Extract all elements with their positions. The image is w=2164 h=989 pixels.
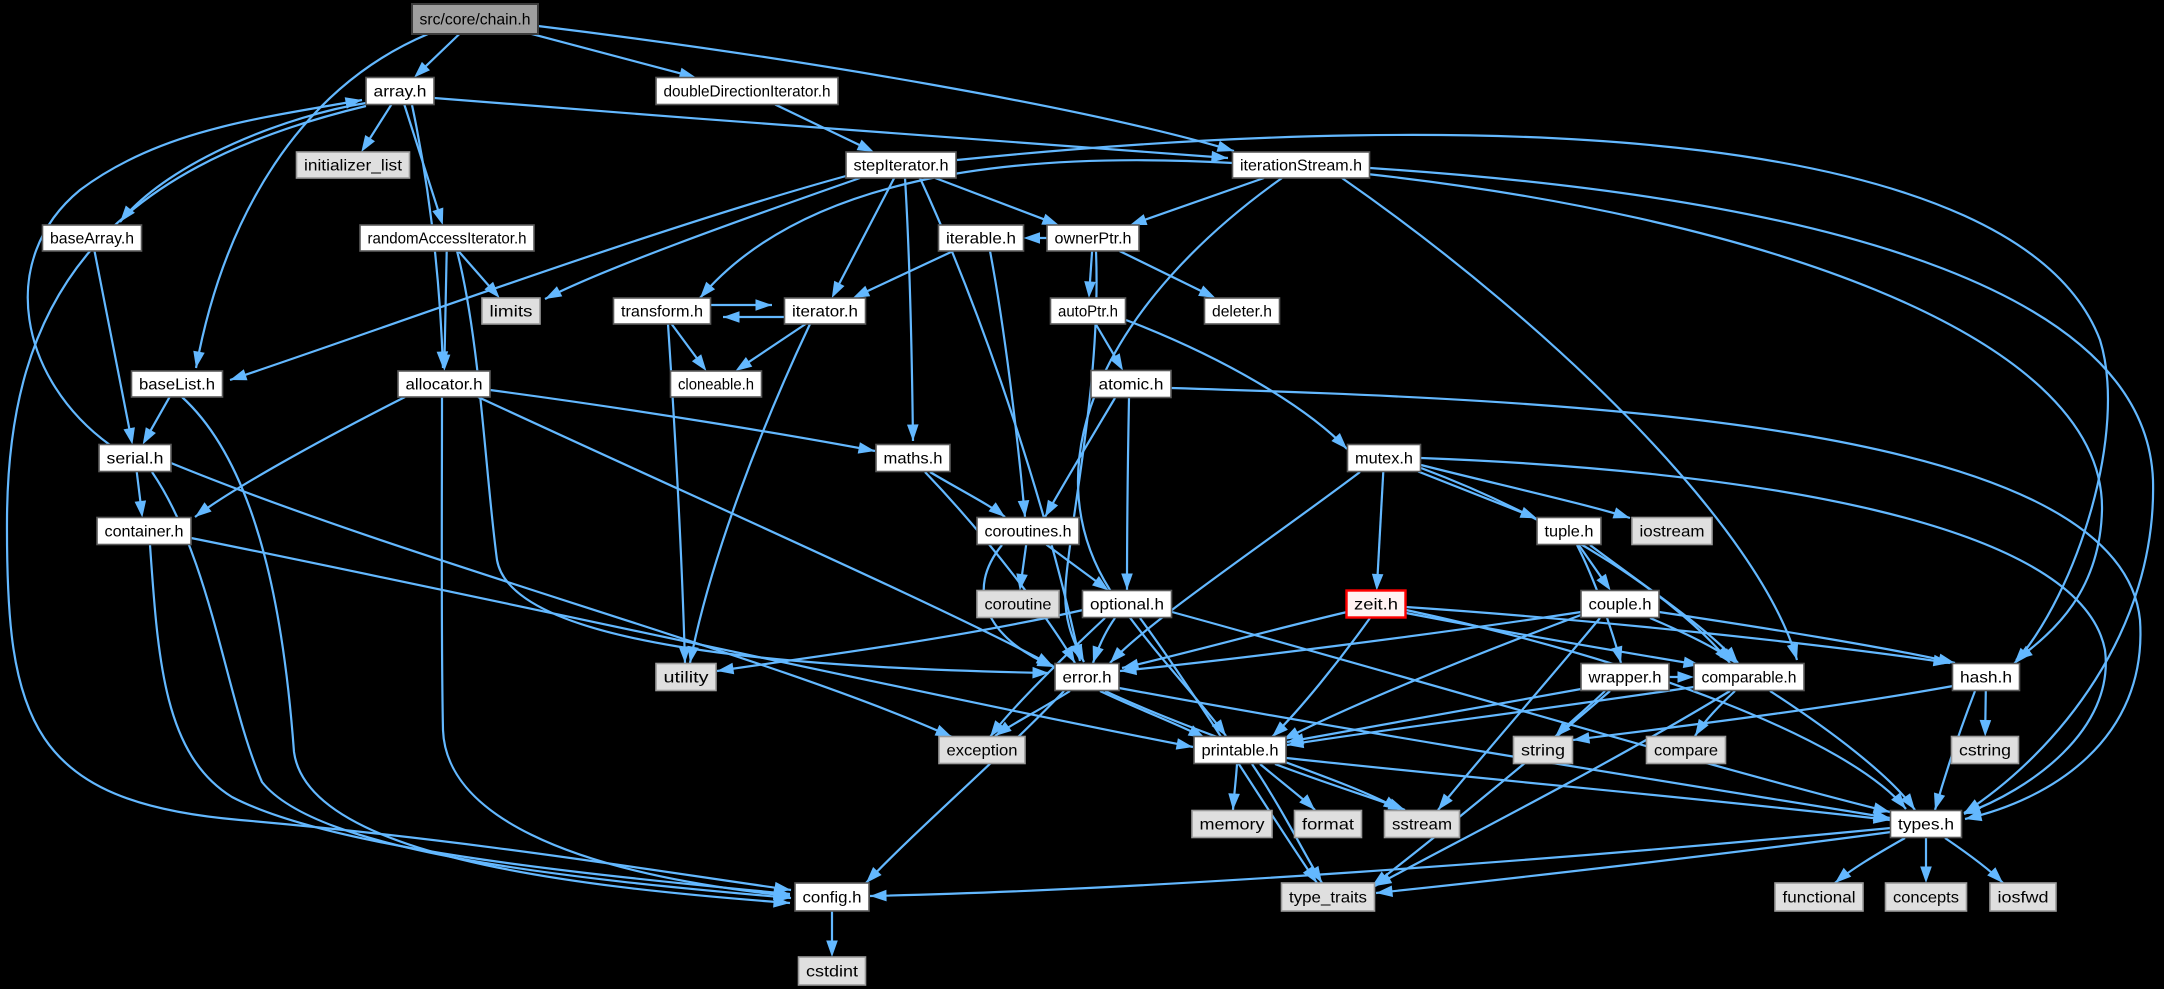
svg-text:hash.h: hash.h bbox=[1960, 670, 2012, 687]
svg-text:mutex.h: mutex.h bbox=[1355, 451, 1413, 468]
svg-text:functional: functional bbox=[1783, 890, 1856, 907]
svg-text:comparable.h: comparable.h bbox=[1702, 670, 1797, 687]
svg-text:transform.h: transform.h bbox=[621, 304, 703, 321]
svg-text:baseList.h: baseList.h bbox=[139, 377, 215, 394]
svg-text:coroutines.h: coroutines.h bbox=[985, 524, 1072, 541]
svg-text:deleter.h: deleter.h bbox=[1212, 304, 1272, 321]
svg-text:autoPtr.h: autoPtr.h bbox=[1058, 304, 1118, 321]
svg-text:tuple.h: tuple.h bbox=[1545, 524, 1594, 541]
svg-text:iosfwd: iosfwd bbox=[1998, 890, 2049, 907]
svg-text:serial.h: serial.h bbox=[107, 451, 164, 468]
svg-text:string: string bbox=[1521, 743, 1565, 760]
svg-text:maths.h: maths.h bbox=[884, 451, 943, 468]
svg-text:exception: exception bbox=[947, 743, 1018, 760]
svg-text:printable.h: printable.h bbox=[1202, 743, 1279, 760]
svg-text:randomAccessIterator.h: randomAccessIterator.h bbox=[368, 231, 527, 248]
svg-text:wrapper.h: wrapper.h bbox=[1587, 670, 1661, 687]
svg-text:couple.h: couple.h bbox=[1589, 597, 1652, 614]
svg-text:sstream: sstream bbox=[1392, 817, 1452, 834]
svg-text:iterationStream.h: iterationStream.h bbox=[1240, 158, 1362, 175]
svg-text:optional.h: optional.h bbox=[1090, 597, 1164, 614]
svg-text:limits: limits bbox=[490, 304, 533, 321]
svg-text:iostream: iostream bbox=[1640, 524, 1705, 541]
svg-text:array.h: array.h bbox=[374, 84, 427, 101]
svg-text:types.h: types.h bbox=[1898, 817, 1954, 834]
svg-text:memory: memory bbox=[1200, 817, 1265, 834]
svg-text:config.h: config.h bbox=[803, 890, 862, 907]
svg-text:initializer_list: initializer_list bbox=[304, 158, 403, 175]
svg-text:atomic.h: atomic.h bbox=[1099, 377, 1164, 394]
svg-text:cloneable.h: cloneable.h bbox=[678, 377, 754, 394]
svg-text:stepIterator.h: stepIterator.h bbox=[854, 158, 949, 175]
svg-text:baseArray.h: baseArray.h bbox=[50, 231, 134, 248]
svg-text:src/core/chain.h: src/core/chain.h bbox=[420, 12, 531, 29]
svg-text:cstdint: cstdint bbox=[806, 964, 859, 981]
svg-text:iterable.h: iterable.h bbox=[946, 231, 1016, 248]
svg-text:coroutine: coroutine bbox=[985, 597, 1052, 614]
svg-text:error.h: error.h bbox=[1063, 670, 1112, 687]
svg-text:utility: utility bbox=[664, 670, 709, 687]
svg-text:zeit.h: zeit.h bbox=[1354, 597, 1398, 614]
svg-text:concepts: concepts bbox=[1893, 890, 1959, 907]
svg-text:iterator.h: iterator.h bbox=[792, 304, 858, 321]
svg-text:ownerPtr.h: ownerPtr.h bbox=[1055, 231, 1132, 248]
svg-text:doubleDirectionIterator.h: doubleDirectionIterator.h bbox=[664, 84, 831, 101]
svg-text:allocator.h: allocator.h bbox=[406, 377, 483, 394]
svg-text:type_traits: type_traits bbox=[1289, 890, 1367, 907]
svg-text:cstring: cstring bbox=[1959, 743, 2011, 760]
svg-text:container.h: container.h bbox=[105, 524, 184, 541]
svg-text:compare: compare bbox=[1654, 743, 1718, 760]
svg-text:format: format bbox=[1302, 817, 1355, 834]
